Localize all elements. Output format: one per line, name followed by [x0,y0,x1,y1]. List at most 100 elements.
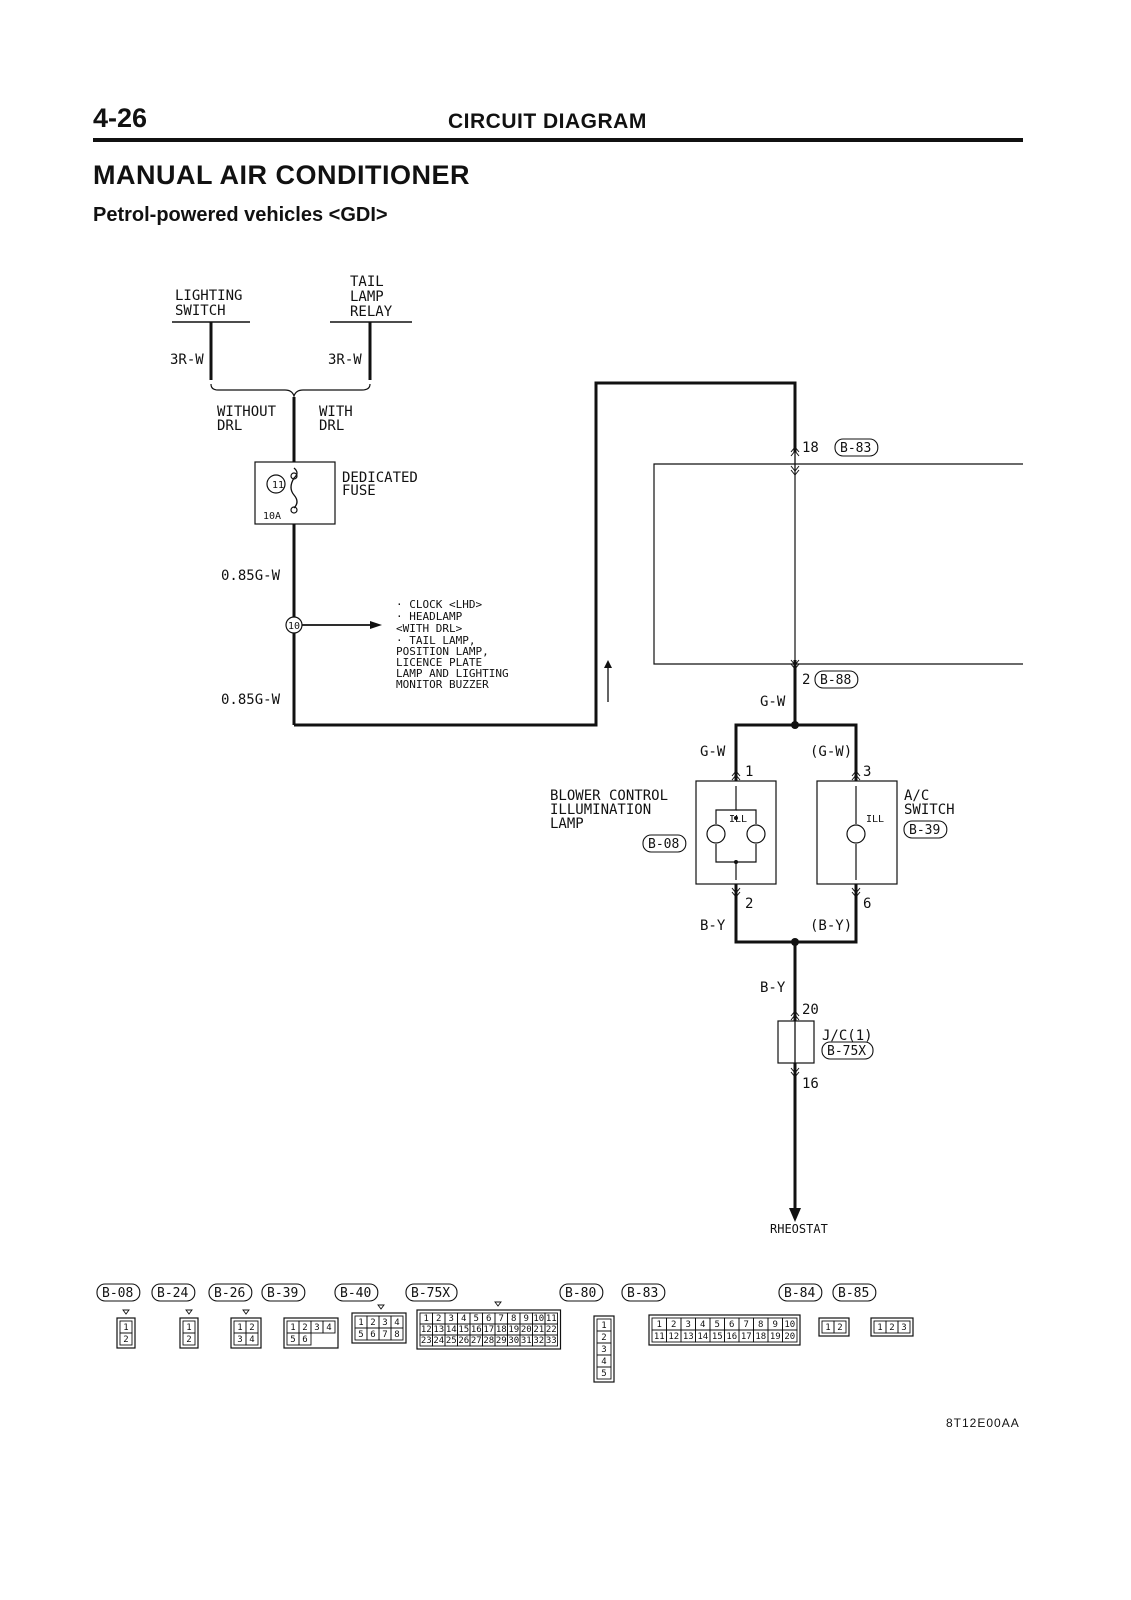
wire-label-b-y-right: (B-Y) [810,918,852,934]
legend-callout-b-84-label: B-84 [784,1286,815,1301]
pin-number: 13 [433,1325,444,1335]
pin-number: 8 [511,1314,516,1324]
pin-number: 20 [784,1332,795,1342]
pin-number: 2 [370,1318,375,1328]
destination-5: POSITION LAMP, [396,645,489,658]
pin-number: 2 [889,1323,894,1333]
pin-number: 24 [433,1336,444,1346]
with-drl-line1: WITH [319,404,353,420]
wire-label-3r-w-left: 3R-W [170,352,204,368]
connector-key-icon [494,1301,502,1307]
option-brace [210,383,371,398]
legend-callout-b-26 [208,1283,253,1302]
pin-number: 3 [449,1314,454,1324]
connector-key-icon [185,1309,193,1315]
bulb-icon [706,824,726,844]
page-number: 4-26 [93,103,148,133]
legend-callout-b-40 [334,1283,379,1302]
arrow-down-icon [789,1208,801,1222]
pin-number: 8 [758,1320,763,1330]
legend-callout-b-75x-label: B-75X [411,1286,450,1301]
legend-callout-b-85 [832,1283,877,1302]
pin-number: 1 [657,1320,662,1330]
blower-ill-label: ILL [729,814,747,825]
connector-key-icon [377,1304,385,1310]
legend-callout-b-80 [559,1283,604,1302]
connector-mark [790,465,800,476]
connector-mark [731,770,741,781]
header-rule [93,138,1023,142]
lighting-switch-label-line2: SWITCH [175,303,226,319]
wire-label-g-w: G-W [760,694,786,710]
pin-number: 2 [671,1320,676,1330]
pin-number: 5 [474,1314,479,1324]
pin-number: 15 [458,1325,469,1335]
tail-lamp-relay-label-line1: TAIL [350,274,384,290]
destination-6: LICENCE PLATE [396,656,482,669]
legend-callout-b-84 [778,1283,823,1302]
figure-code: 8T12E00AA [946,1416,1020,1430]
pin-number: 22 [546,1325,557,1335]
legend-callout-b-26-label: B-26 [214,1286,245,1301]
connector-b75x-callout [821,1041,874,1060]
legend-callout-b-39 [261,1283,306,1302]
ac-switch-label-line2: SWITCH [904,802,955,818]
pin-number: 3 [901,1323,906,1333]
panel-outline [653,463,1023,665]
pin-number: 1 [825,1323,830,1333]
pin-number: 5 [358,1330,363,1340]
pin-number: 16 [471,1325,482,1335]
legend-callout-b-08-label: B-08 [102,1286,133,1301]
legend-callout-b-08 [96,1283,141,1302]
blower-lamp-label-line2: ILLUMINATION [550,802,651,818]
connector-key-icon [122,1309,130,1315]
pin-number: 19 [770,1332,781,1342]
pin-number: 2 [601,1333,606,1343]
pin-number: 7 [382,1330,387,1340]
ac-switch-box [816,780,898,885]
pin-number: 5 [290,1335,295,1345]
wire-label-3r-w-right: 3R-W [328,352,362,368]
pin-number: 4 [700,1320,705,1330]
pin-number: 8 [394,1330,399,1340]
fuse-number-circle [266,474,286,494]
pin-number: 13 [683,1332,694,1342]
pin-number: 11 [654,1332,665,1342]
legend-callout-b-40-label: B-40 [340,1286,371,1301]
pin-number: 20 [521,1325,532,1335]
destination-7: LAMP AND LIGHTING [396,667,509,680]
connector-mark [851,887,861,898]
connector-mark [790,446,800,457]
connector-mark [790,1067,800,1078]
wire-label-g-w-left: G-W [700,744,726,760]
pin-number: 30 [508,1336,519,1346]
junction-connector-box [777,1020,815,1064]
connector-b08-callout-label: B-08 [648,837,679,852]
pin-number: 1 [601,1321,606,1331]
pin-number: 1 [358,1318,363,1328]
junction-dot-top [791,721,799,729]
pin-number: 2 [186,1335,191,1345]
pin-number: 6 [370,1330,375,1340]
connector-b75x-callout-label: B-75X [827,1044,866,1059]
pin-number: 15 [712,1332,723,1342]
pin-number: 6 [486,1314,491,1324]
pin-number: 4 [394,1318,399,1328]
pin-number: 33 [546,1336,557,1346]
destination-8: MONITOR BUZZER [396,678,489,691]
legend-callout-b-75x [405,1283,458,1302]
ac-switch-label-line1: A/C [904,788,929,804]
connector-mark [731,887,741,898]
pin-number: 3 [382,1318,387,1328]
pin-number: 6 [302,1335,307,1345]
pin-number: 3 [237,1335,242,1345]
legend-callout-b-85-label: B-85 [838,1286,869,1301]
pin-number: 18 [755,1332,766,1342]
pin-number: 2 [123,1335,128,1345]
connector-mark [790,1010,800,1021]
legend-callout-b-83-label: B-83 [627,1286,658,1301]
pin-3: 3 [863,764,871,780]
pin-number: 18 [496,1325,507,1335]
